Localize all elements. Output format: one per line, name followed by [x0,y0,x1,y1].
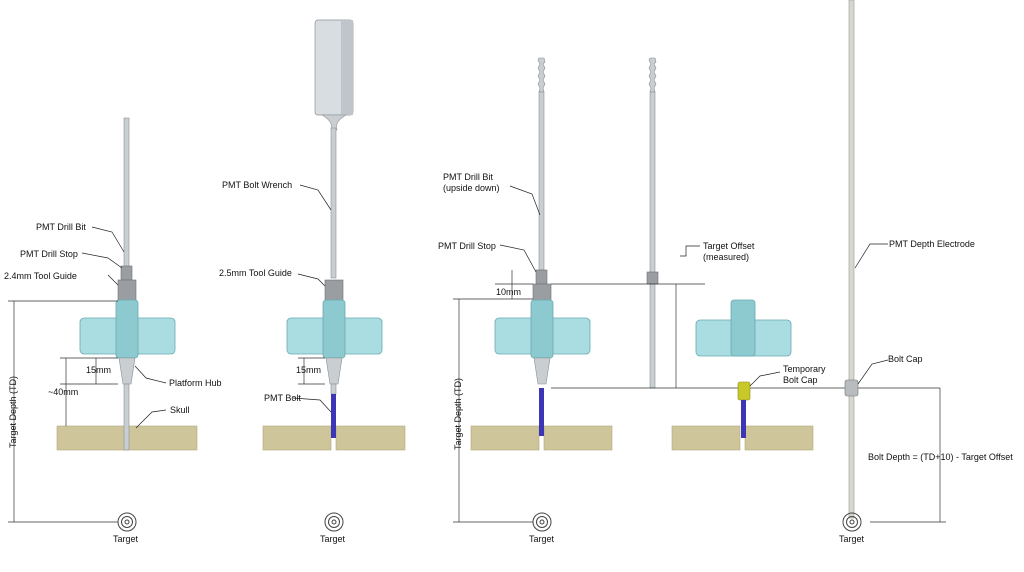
pmt-bolt [539,388,544,436]
temporary-bolt-cap [737,381,751,401]
label-depth-electrode: PMT Depth Electrode [889,239,975,249]
label-dim-10: 10mm [496,287,521,297]
target-icon-mid [121,516,133,528]
drill-stop [120,265,133,281]
tool-guide-2-5 [324,279,344,303]
panel-4: Temporary Bolt Cap [671,299,826,451]
target-icon-outer [532,512,552,532]
drill-bit-2-flutes [648,57,657,93]
label-tool-guide: 2.5mm Tool Guide [219,268,292,278]
drill-bit-tip [123,383,130,451]
label-platform-hub: Platform Hub [169,378,222,388]
panel-3: PMT Drill Bit (upside down) PMT Drill St… [438,57,940,544]
leader-temp-cap [749,371,781,387]
pmt-bolt [331,394,336,438]
drill-bit-2-shaft [649,91,656,389]
label-target: Target [113,534,139,544]
target-icon-inner [331,519,337,525]
skull-block-left [470,425,540,451]
platform-hub-body [322,299,346,359]
leader-skull [135,409,167,429]
label-skull: Skull [170,405,190,415]
drill-bit-shaft [538,91,545,271]
label-temp-cap-line1: Temporary [783,364,826,374]
panel-5: PMT Depth Electrode Bolt Cap Bolt Depth … [839,0,1013,544]
label-temp-cap-line2: Bolt Cap [783,375,818,385]
bolt-wrench-shaft [330,127,337,279]
leader-drill-stop [499,244,537,273]
leader-drill-stop [81,252,123,269]
skull-block-left [671,425,741,451]
leader-drill-bit [91,226,125,253]
bolt-head [330,383,337,395]
label-dim-15: 15mm [296,365,321,375]
skull-block-right [543,425,613,451]
depth-electrode [848,0,855,519]
label-target-offset-line1: Target Offset [703,241,755,251]
label-drill-stop: PMT Drill Stop [438,241,496,251]
leader-target-offset [680,245,700,257]
label-drill-stop: PMT Drill Stop [20,249,78,259]
tool-guide-tip [533,357,551,385]
tool-guide-tip [118,357,136,385]
leader-platform-hub [134,365,167,384]
target-icon-mid [328,516,340,528]
drill-bit-shaft [123,117,130,269]
bolt-wrench-handle-shade [341,20,353,115]
skull-block-right [744,425,814,451]
label-dim-15: 15mm [86,365,111,375]
bolt-wrench-neck [320,114,348,131]
leader-tool-guide [107,274,119,286]
label-drill-bit-line1: PMT Drill Bit [443,172,493,182]
tool-guide [117,279,137,303]
leader-depth-electrode [854,243,888,269]
pmt-bolt [741,400,746,438]
leader-drill-bit [509,185,541,216]
drill-bit-flutes [537,57,546,93]
label-target-depth: Target Depth (TD) [8,376,18,448]
bolt-cap [844,379,859,397]
leader-bolt-cap [857,359,889,385]
label-bolt-cap: Bolt Cap [888,354,923,364]
target-icon-outer [324,512,344,532]
target-icon-inner [849,519,855,525]
target-icon-outer [842,512,862,532]
label-pmt-bolt: PMT Bolt [264,393,301,403]
leader-bolt-wrench [299,184,332,211]
label-target: Target [320,534,346,544]
platform-hub-body [115,299,139,359]
drill-stop-2 [646,271,659,285]
leader-pmt-bolt [292,397,332,413]
label-bolt-depth: Bolt Depth = (TD+10) - Target Offset [868,452,1013,462]
skull-block-left [262,425,332,451]
skull-block-right [335,425,406,451]
tool-guide-tip [325,357,343,385]
label-drill-bit-line2: (upside down) [443,183,500,193]
tool-guide [532,283,552,303]
target-icon-mid [536,516,548,528]
target-icon-mid [846,516,858,528]
label-tool-guide: 2.4mm Tool Guide [4,271,77,281]
target-icon-inner [124,519,130,525]
target-icon-outer [117,512,137,532]
platform-hub-body [730,299,756,357]
label-target-depth: Target Depth (TD) [453,378,463,450]
label-target: Target [839,534,865,544]
label-target: Target [529,534,555,544]
drill-stop [535,269,548,285]
panel-1: PMT Drill Bit PMT Drill Stop 2.4mm Tool … [4,117,222,544]
leader-tool-guide [297,273,326,287]
target-icon-inner [539,519,545,525]
label-dim-40: ~40mm [48,387,78,397]
platform-hub-body [530,299,554,359]
label-bolt-wrench: PMT Bolt Wrench [222,180,292,190]
label-target-offset-line2: (measured) [703,252,749,262]
label-drill-bit: PMT Drill Bit [36,222,86,232]
panel-2: PMT Bolt Wrench 2.5mm Tool Guide 15mm PM… [219,19,406,544]
